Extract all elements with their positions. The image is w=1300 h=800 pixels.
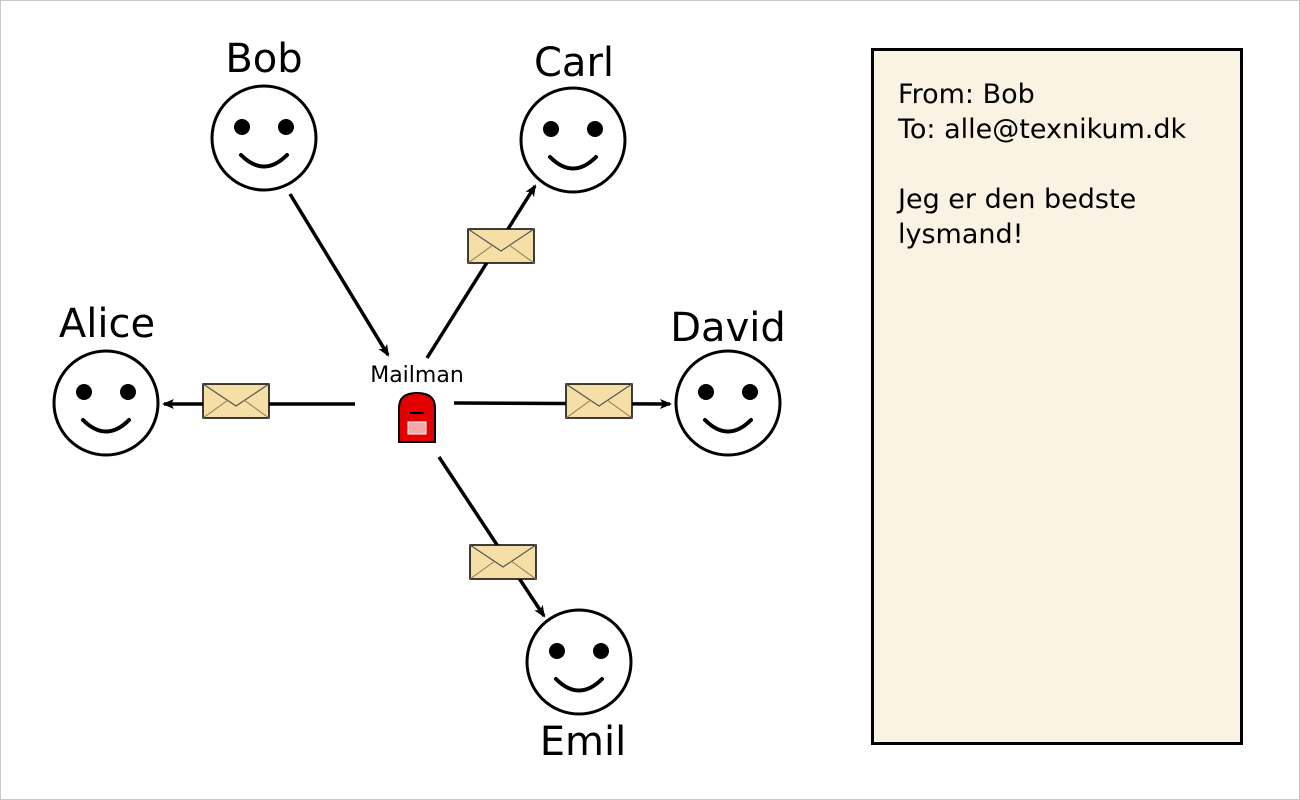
smiley-face-icon <box>674 349 782 457</box>
envelope-icon <box>202 383 270 419</box>
smiley-face-icon <box>210 84 318 192</box>
person-label-david: David <box>670 305 786 351</box>
envelope-icon <box>565 383 633 419</box>
envelope-icon <box>469 544 537 580</box>
smiley-face-icon <box>52 349 160 457</box>
email-body-line-1: Jeg er den bedste <box>898 184 1137 215</box>
arrow-bob-to-mailman <box>288 193 390 357</box>
email-to: To: alle@texnikum.dk <box>898 114 1187 145</box>
email-message-panel: From: Bob To: alle@texnikum.dk Jeg er de… <box>871 48 1243 745</box>
smiley-face-icon <box>525 608 633 716</box>
arrow-mailman-to-carl <box>425 184 537 359</box>
email-body-line-2: lysmand! <box>898 219 1024 250</box>
arrow-mailman-to-emil <box>437 456 546 618</box>
mailman-label: Mailman <box>370 363 464 388</box>
envelope-icon <box>467 228 535 264</box>
person-label-emil: Emil <box>540 719 626 765</box>
person-label-alice: Alice <box>59 301 155 347</box>
email-from: From: Bob <box>898 79 1035 110</box>
person-label-bob: Bob <box>225 36 302 82</box>
person-label-carl: Carl <box>534 40 614 86</box>
arrow-mailman-to-david <box>453 398 672 409</box>
mailbox-icon <box>398 391 436 443</box>
email-message: From: Bob To: alle@texnikum.dk Jeg er de… <box>898 77 1186 252</box>
smiley-face-icon <box>519 86 627 194</box>
